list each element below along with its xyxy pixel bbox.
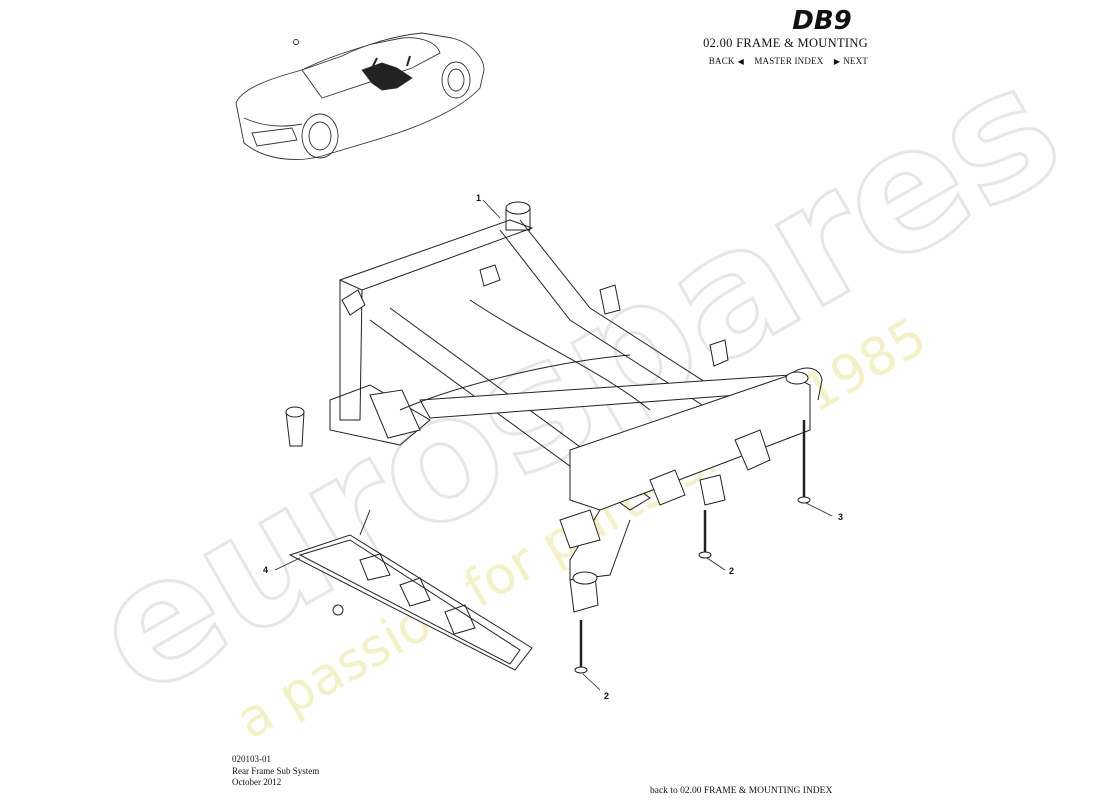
callout-2a[interactable]: 2: [729, 566, 735, 576]
callout-1[interactable]: 1: [476, 193, 482, 203]
nav-bar: BACK◀ MASTER INDEX ▶NEXT: [700, 56, 868, 66]
diagram-title: Rear Frame Sub System: [232, 765, 320, 776]
diagram-code: 020103-01: [232, 754, 271, 764]
master-index-link[interactable]: MASTER INDEX: [754, 56, 824, 66]
next-link[interactable]: NEXT: [843, 56, 868, 66]
bolt-part-3: [797, 420, 811, 504]
subframe-assembly: [285, 201, 823, 613]
callout-3[interactable]: 3: [838, 512, 844, 522]
back-to-index-link[interactable]: back to 02.00 FRAME & MOUNTING INDEX: [650, 786, 833, 796]
skid-plate-part-4: [288, 509, 533, 671]
leader-lines: [274, 199, 833, 691]
callout-2b[interactable]: 2: [604, 691, 610, 701]
bolt-part-2b: [574, 620, 588, 674]
diagram-date: October 2012: [232, 777, 282, 787]
back-link[interactable]: BACK: [708, 56, 735, 66]
rear-frame-diagram: [274, 199, 833, 691]
callout-4[interactable]: 4: [263, 565, 269, 575]
logo-text: DB9: [792, 6, 852, 36]
bolt-part-2a: [698, 510, 712, 559]
footer-info: 020103-01 Rear Frame Sub System October …: [232, 754, 319, 789]
db9-logo: DB9: [792, 6, 852, 36]
next-arrow-icon: ▶: [833, 57, 841, 66]
car-overview-illustration: [235, 32, 485, 161]
back-arrow-icon: ◀: [737, 57, 744, 66]
section-title: 02.00 FRAME & MOUNTING: [703, 36, 868, 50]
